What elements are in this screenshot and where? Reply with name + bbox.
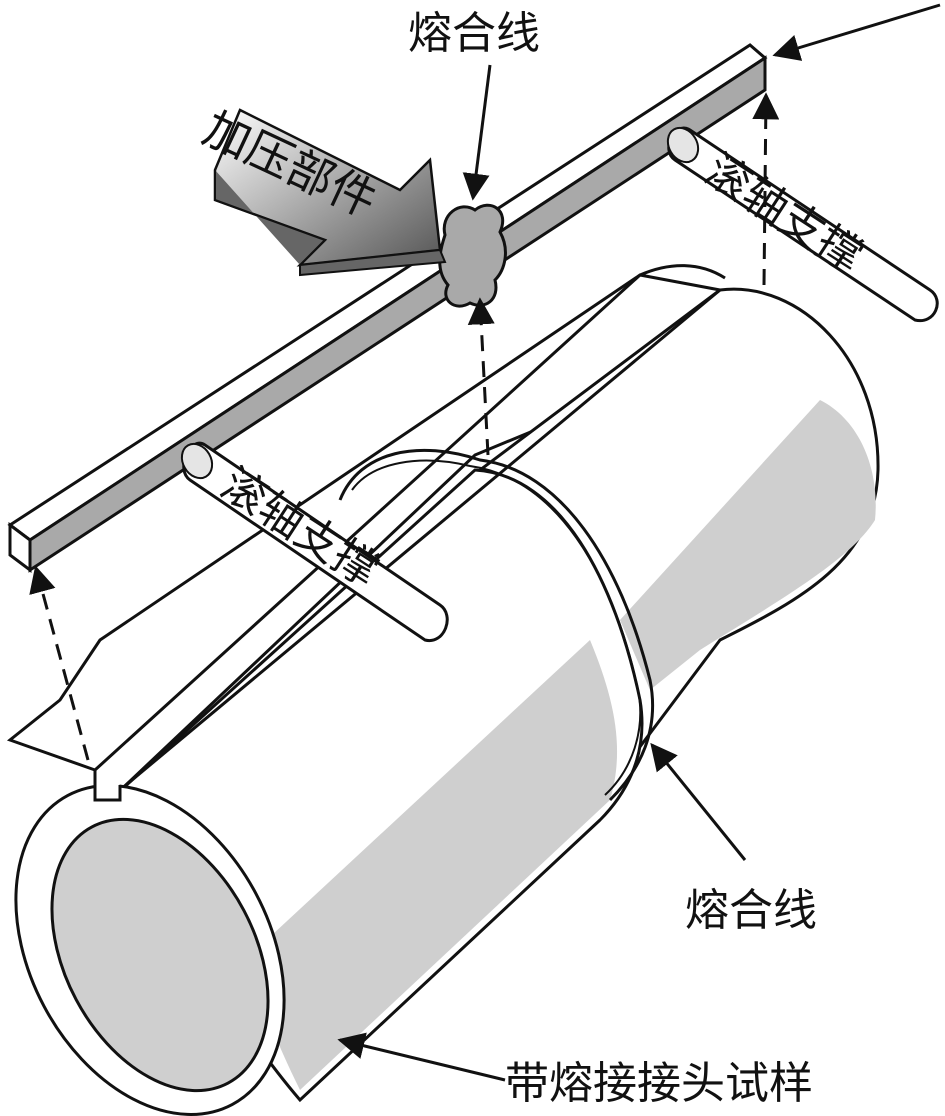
fusion-bead-ring — [338, 448, 655, 802]
pipe-end-face-inner — [50, 817, 270, 1093]
dashed-arrow-left — [29, 565, 90, 761]
slot-edge-right — [119, 288, 721, 792]
slot-notch — [93, 770, 122, 802]
label-fusion-line-bottom: 熔合线 — [685, 885, 817, 936]
label-fusion-line-top: 熔合线 — [408, 8, 540, 59]
label-specimen: 带熔接接头试样 — [505, 1058, 813, 1109]
label-roller-support-right: 滚轴支撑 — [696, 144, 871, 283]
dashed-arrow-right — [752, 92, 780, 286]
roller-support-left — [180, 441, 449, 642]
pressing-arrow — [213, 108, 447, 277]
pipe-far-end-cap — [639, 264, 726, 280]
arrow-fusion-line-top — [462, 64, 492, 201]
pipe-rear-shade — [620, 400, 876, 690]
pipe-front-shade — [245, 640, 618, 1090]
roller-support-right — [666, 126, 939, 323]
fusion-bead-ring-inner — [351, 459, 642, 796]
test-strip — [7, 43, 768, 573]
arrow-specimen — [337, 1032, 506, 1082]
slot-edge-left — [93, 273, 642, 772]
leader-arrows — [29, 3, 941, 1082]
arrow-fusion-line-bottom — [650, 742, 747, 861]
arrow-strip-end — [772, 3, 941, 61]
pipe-specimen — [6, 264, 880, 1116]
strip-fusion-bulge — [438, 203, 507, 308]
